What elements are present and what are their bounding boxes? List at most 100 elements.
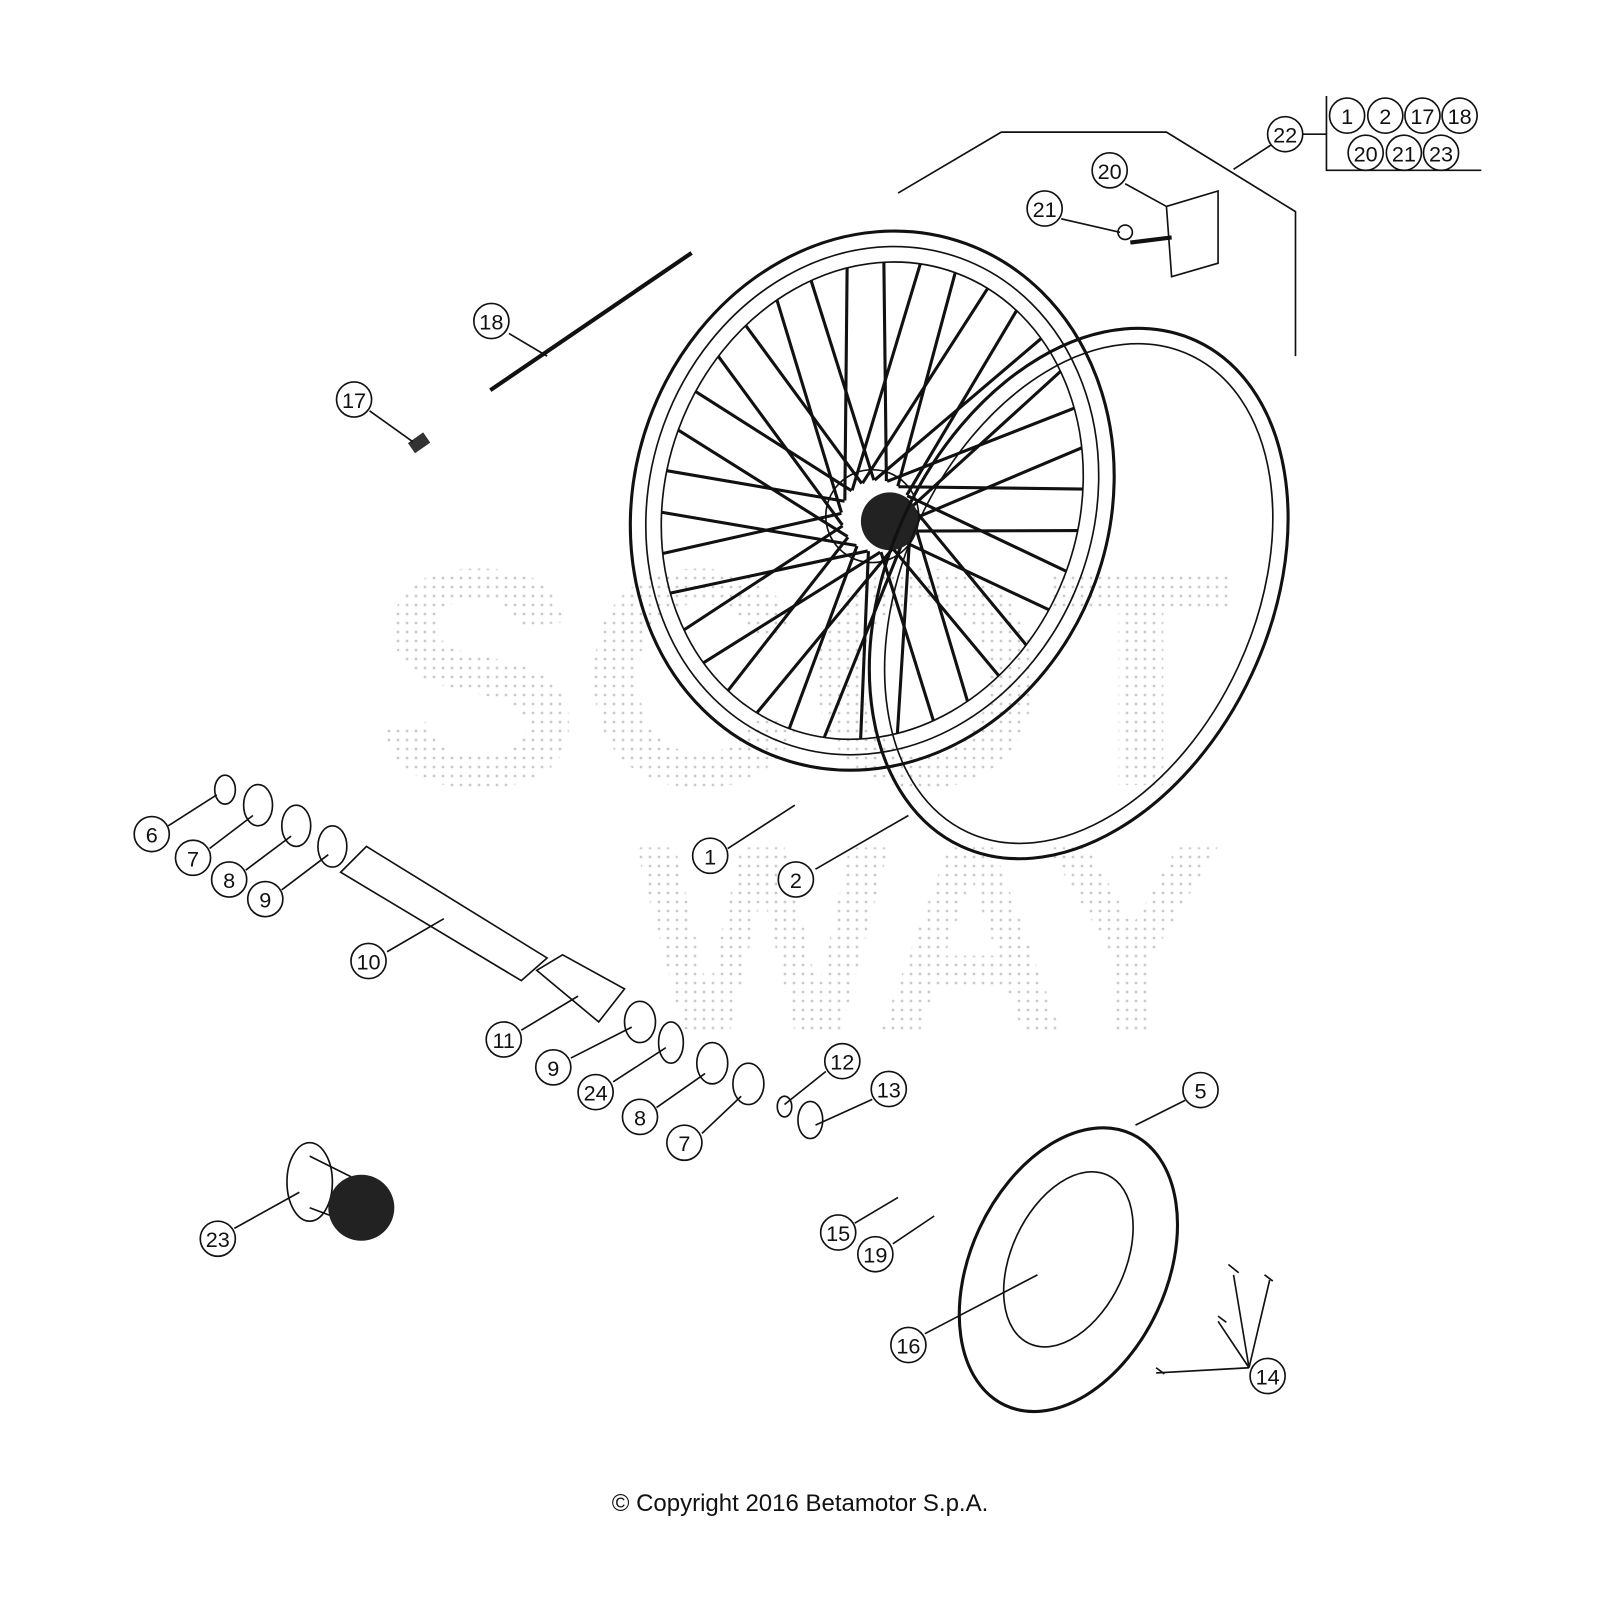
callout-label: 1 [1341,104,1353,129]
spoke [905,309,1018,496]
callout-label: 19 [863,1243,887,1268]
callout-label: 15 [826,1221,850,1246]
callout-label: 22 [1273,123,1297,148]
callout-label: 20 [1354,141,1378,166]
wheel-rim [628,229,1116,772]
callout: 18 [1441,97,1478,134]
callout: 8 [210,861,248,898]
axle-assembly [213,774,824,1140]
callout-label: 7 [187,846,199,871]
callout: 12 [823,1042,861,1080]
spoke [755,548,894,714]
callout-label: 13 [877,1078,901,1103]
callout-label: 20 [1098,159,1122,184]
brake-disc [957,1126,1274,1414]
spoke [902,539,1050,612]
spoke [702,550,881,665]
spoke [669,549,869,595]
callout: 2 [1366,97,1404,134]
callout-label: 9 [259,888,271,913]
callout-label: 17 [342,388,366,413]
spoke [906,494,1067,573]
callout-label: 21 [1033,197,1057,222]
callout: 2 [777,861,815,898]
callout-label: 16 [896,1334,920,1359]
rim-lock [1165,189,1219,278]
callout-label: 24 [584,1081,608,1106]
hub [286,1141,395,1241]
callout-label: 11 [492,1028,514,1053]
callout: 1 [691,837,729,875]
callout: 11 [485,1021,523,1058]
spoke [822,541,905,738]
spoke [911,519,970,702]
callout-label: 9 [547,1056,559,1081]
callout-label: 14 [1256,1365,1280,1390]
copyright-notice: © Copyright 2016 Betamotor S.p.A. [611,1490,989,1517]
spoke-part [489,251,693,392]
callout: 20 [1347,134,1385,172]
spoke [666,469,845,503]
callout: 13 [870,1070,908,1108]
callout-label: 17 [1410,104,1434,129]
spoke [879,551,935,722]
spoke [859,551,870,740]
spoke [683,524,844,632]
callout: 10 [350,942,387,980]
callout: 18 [472,302,510,340]
callout: 16 [890,1326,927,1364]
rim-lock-nut [1117,224,1134,241]
callout-label: 18 [1448,104,1472,129]
callout: 14 [1249,1357,1286,1395]
spoke [775,299,843,514]
callout: 19 [856,1235,894,1273]
leader-lines [167,183,1271,1374]
spoke [850,263,922,491]
callout-label: 18 [479,310,503,335]
spoke [726,536,850,692]
callout: 1 [1328,97,1366,134]
callout-label: 8 [223,868,235,893]
callout: 22 [1266,115,1304,153]
callout: 21 [1385,134,1423,172]
callout: 8 [621,1098,659,1136]
callout: 21 [1026,190,1064,227]
callout: 15 [819,1214,857,1251]
spoke [661,510,857,548]
spoke [898,485,1083,491]
spoke-nipple [407,432,431,454]
spoke [662,511,842,555]
callout-label: 21 [1392,141,1416,166]
kit-bracket [897,96,1482,357]
spoke [861,287,989,485]
rim-lock-bolt [1130,235,1172,245]
spoke [886,406,1075,483]
spoke [809,280,876,481]
callout: 5 [1182,1071,1219,1109]
callout-label: 5 [1194,1079,1206,1104]
spoke [787,545,859,730]
spoke [911,370,1062,508]
callout: 17 [1404,97,1441,134]
spoke [912,446,1083,521]
spoke [694,390,853,493]
spoke [891,547,1000,677]
callout-label: 23 [206,1227,230,1252]
callout-label: 23 [1429,141,1453,166]
callout: 7 [174,839,212,877]
callout: 9 [534,1048,572,1086]
callout: 20 [1091,151,1129,189]
spoke [873,337,1043,482]
tire [867,326,1290,861]
spoke [717,355,844,527]
callout-label: 12 [830,1050,854,1075]
callout-label: 6 [146,823,158,848]
callout-label: 7 [678,1131,690,1156]
spoke [843,267,849,501]
spoke [744,324,864,485]
callout: 7 [666,1124,703,1162]
